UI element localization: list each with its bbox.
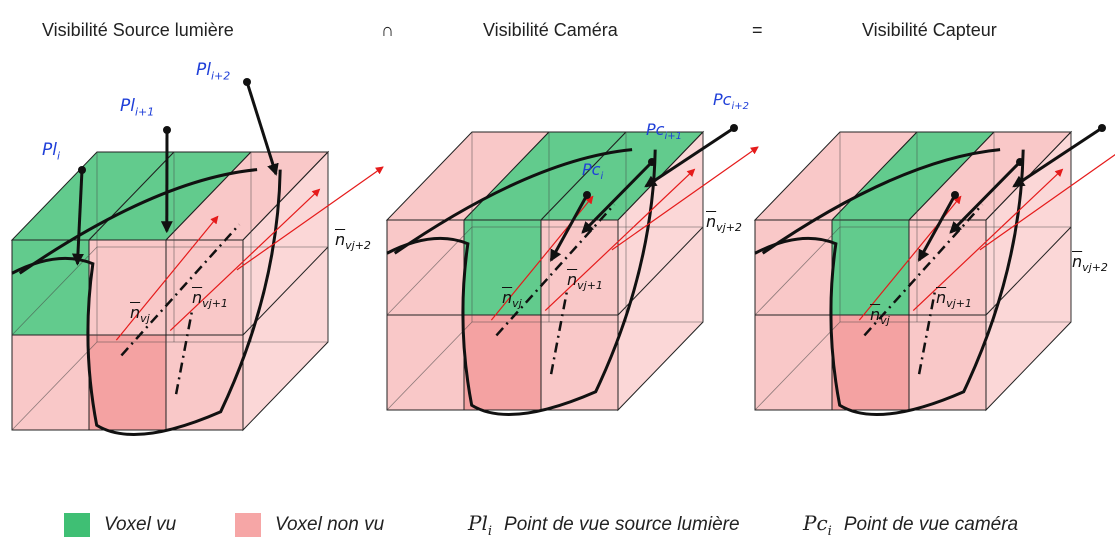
normal-label-vj: nvj [870, 305, 890, 328]
panel-camera [385, 124, 759, 416]
equals-operator: = [752, 20, 763, 40]
voxel-front-face [11, 334, 90, 431]
voxel-front-face [88, 239, 167, 336]
light-ray [71, 169, 84, 266]
legend: Voxel vu [64, 510, 176, 540]
normal-label-vj2: nvj+2 [1072, 252, 1108, 275]
viewpoint-dot [730, 124, 738, 132]
viewpoint-dot [1098, 124, 1106, 132]
voxel-front-face [540, 219, 619, 316]
normal-label-vj1: nvj+1 [936, 288, 972, 311]
panel-sensor [753, 124, 1115, 416]
camera-ray [644, 126, 735, 188]
normal-label-vj: nvj [502, 288, 522, 311]
surface-curve [386, 149, 657, 416]
normal-label-vj1: nvj+1 [567, 270, 603, 293]
viewpoint-dot [648, 158, 656, 166]
voxel-visibility-diagram [10, 78, 1115, 436]
legend-pc-text: Point de vue caméra [843, 514, 1019, 535]
camera-ray [1012, 126, 1103, 188]
normal-arrow [611, 146, 759, 251]
normal-arrow [979, 154, 1115, 251]
viewpoint-dot [78, 166, 86, 174]
camera-ray [581, 160, 654, 234]
panel-light-source [10, 78, 384, 436]
camera-ray [917, 194, 957, 262]
legend-swatch-seen [64, 513, 90, 537]
viewpoint-dot [243, 78, 251, 86]
label-pl-i2: Pli+2 [196, 60, 231, 83]
normal-arrow [115, 215, 219, 341]
viewpoint-dot [1016, 158, 1024, 166]
voxel-front-face [386, 314, 465, 411]
label-pc-i: Pci [582, 160, 604, 183]
surface-curve [11, 169, 282, 436]
legend-seen-label: Voxel vu [104, 514, 177, 535]
label-pc-i1: Pci+1 [646, 120, 682, 143]
legend-pc-symbol: Pci [803, 511, 832, 539]
voxel-front-face [908, 314, 987, 411]
light-ray [245, 81, 279, 176]
normal-label-vj2: nvj+2 [335, 230, 371, 253]
header-camera-visibility: Visibilité Caméra [483, 20, 618, 40]
legend-unseen-label: Voxel non vu [275, 514, 385, 535]
viewpoint-dot [951, 191, 959, 199]
voxel-front-face [831, 219, 910, 316]
voxel-front-face [165, 239, 244, 336]
camera-ray [549, 194, 589, 262]
intersection-operator: ∩ [381, 20, 394, 40]
voxel-front-face [165, 334, 244, 431]
normal-label-vj1: nvj+1 [192, 288, 228, 311]
normal-arrow [236, 166, 384, 271]
normal-label-vj: nvj [130, 303, 150, 326]
label-pl-i: Pli [42, 140, 61, 163]
voxel-front-face [754, 314, 833, 411]
camera-ray [949, 160, 1022, 234]
normal-arrow [169, 188, 321, 332]
legend-unseen: Voxel non vu [235, 510, 384, 540]
header-sensor-visibility: Visibilité Capteur [862, 20, 997, 40]
normal-arrow [544, 168, 696, 312]
label-pl-i1: Pli+1 [120, 96, 155, 119]
normal-label-vj2: nvj+2 [706, 212, 742, 235]
header-light-visibility: Visibilité Source lumière [42, 20, 234, 40]
legend-swatch-unseen [235, 513, 261, 537]
voxel-front-face [540, 314, 619, 411]
viewpoint-dot [583, 191, 591, 199]
label-pc-i2: Pci+2 [713, 90, 749, 113]
legend-light-viewpoint: Pli Point de vue source lumière [468, 510, 740, 540]
normal-arrow [912, 168, 1064, 312]
legend-pl-symbol: Pli [468, 511, 493, 539]
viewpoint-dot [163, 126, 171, 134]
legend-pl-text: Point de vue source lumière [504, 514, 740, 535]
legend-camera-viewpoint: Pci Point de vue caméra [803, 510, 1018, 540]
surface-curve [754, 149, 1025, 416]
